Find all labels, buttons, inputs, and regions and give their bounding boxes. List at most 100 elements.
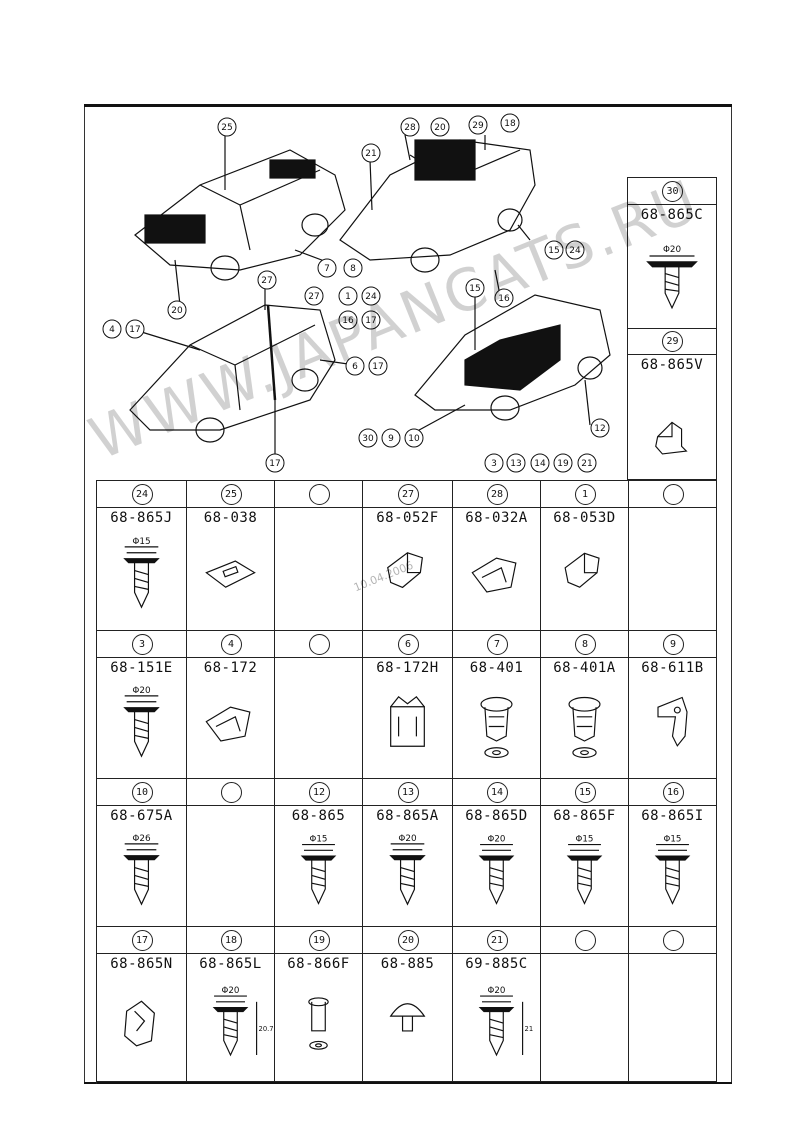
part-drawing [275,975,362,1077]
part-cell [275,481,363,631]
ref-number [220,782,242,803]
ref-number: 30 [662,181,683,202]
ref-number: 10 [131,782,153,803]
part-cell [629,481,717,631]
ref-number: 3 [131,634,153,655]
part-number: 68-611B [641,660,704,676]
part-cell [187,779,275,927]
part-cell [541,927,629,1082]
ref-number [662,930,684,951]
ref-number: 16 [662,782,684,803]
part-drawing: Φ20 21 [453,975,540,1077]
part-drawing [541,679,628,774]
part-drawing: Φ15 [541,827,628,922]
part-number: 68-172 [203,660,258,676]
ref-number: 15 [574,782,596,803]
callout-label: 3 [491,459,497,469]
part-drawing [363,679,452,774]
callout-label: 21 [581,459,592,469]
callout-label: 12 [594,424,605,434]
callout-label: 16 [498,294,510,304]
part-number: 68-401 [469,660,524,676]
part-drawing: Φ15 [629,827,716,922]
dimension-label: Φ15 [664,835,682,845]
dimension-label: Φ15 [310,835,328,845]
callout-label: 1 [345,292,351,302]
callout-label: 18 [504,119,516,129]
ref-number: 6 [397,634,419,655]
callout-label: 8 [350,264,356,274]
part-number: 68-053D [553,510,616,526]
part-number: 68-865N [110,956,173,972]
dimension-label: 21 [525,1025,534,1033]
ref-number: 8 [574,634,596,655]
ref-number [574,930,596,951]
callout-label: 15 [469,284,480,294]
vehicle-illustration: 25 28 20 29 18 21 7 8 15 24 20 27 27 1 2… [90,110,625,480]
part-number: 68-172H [376,660,439,676]
dimension-label: Φ20 [663,245,682,255]
part-cell: 8 68-401A [541,631,629,779]
part-number: 68-865C [640,207,704,223]
part-number: 68-038 [203,510,258,526]
part-cell: 29 68-865V [628,328,716,479]
part-drawing: Φ20 [97,679,186,774]
dimension-label: 20.7 [259,1025,274,1033]
part-drawing [628,408,716,475]
callout-label: 27 [308,292,319,302]
ref-number: 9 [662,634,684,655]
part-drawing [187,529,274,626]
part-cell: 15 68-865F Φ15 [541,779,629,927]
part-number: 68-032A [465,510,528,526]
part-drawing [629,679,716,774]
dimension-label: Φ15 [576,835,594,845]
part-number: 68-151E [110,660,173,676]
callout-label: 16 [342,316,354,326]
ref-number [308,484,330,505]
callout-label: 10 [408,434,420,444]
right-part-column: 30 68-865C Φ20 29 68-865V [627,177,717,480]
callout-label: 24 [365,292,377,302]
ref-number: 1 [574,484,596,505]
part-drawing: Φ15 [97,529,186,626]
callout-label: 13 [510,459,521,469]
part-number: 68-865 [291,808,346,824]
ref-number [662,484,684,505]
ref-number: 19 [308,930,330,951]
part-number: 68-052F [376,510,439,526]
ref-number: 13 [397,782,419,803]
part-number: 68-865F [553,808,616,824]
ref-number: 4 [220,634,242,655]
part-cell: 6 68-172H [363,631,453,779]
callout-label: 17 [129,325,140,335]
ref-number: 14 [486,782,508,803]
ref-number: 21 [486,930,508,951]
part-number: 68-865J [110,510,173,526]
part-drawing [97,975,186,1077]
bottom-rule [84,1082,732,1084]
ref-number: 20 [397,930,419,951]
part-number: 68-865D [465,808,528,824]
part-cell [275,631,363,779]
part-drawing: Φ20 [628,233,716,324]
part-cell: 9 68-611B [629,631,717,779]
ref-number: 29 [662,331,683,352]
part-number: 68-401A [553,660,616,676]
callout-label: 7 [324,264,330,274]
left-rule [84,107,85,1082]
part-cell: 3 68-151E Φ20 [97,631,187,779]
dimension-label: Φ20 [488,986,506,996]
callout-label: 24 [569,246,581,256]
part-number: 68-865I [641,808,704,824]
dimension-label: Φ20 [132,686,151,696]
callout-label: 6 [352,362,358,372]
callout-label: 30 [362,434,374,444]
callout-label: 4 [109,325,115,335]
